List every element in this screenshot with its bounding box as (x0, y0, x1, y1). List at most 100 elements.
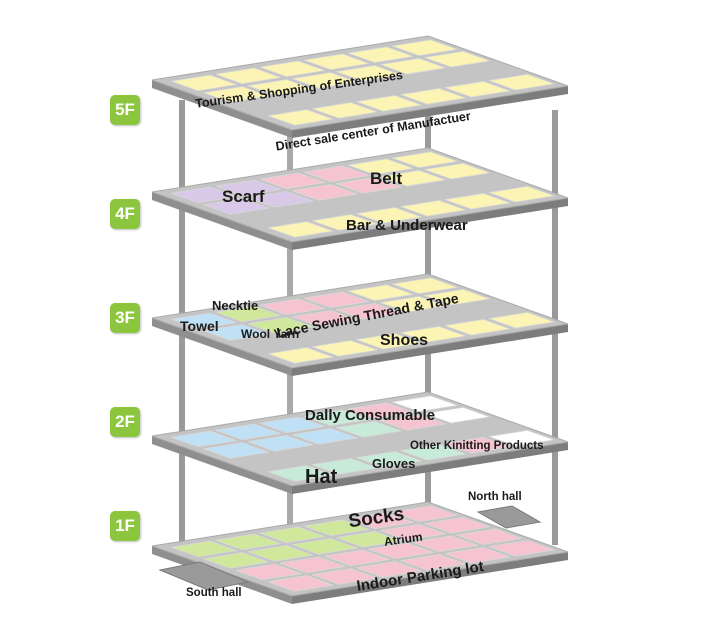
slab-edge-right (292, 552, 568, 604)
shop-cell (259, 416, 326, 434)
shop-cell (412, 535, 478, 552)
shop-cell (424, 162, 490, 180)
shop-cell (424, 50, 490, 68)
floor-3f: Necktie Lace Sewing Thread & Tape Towel … (151, 273, 569, 376)
shop-cell (279, 556, 346, 574)
shop-cell (247, 79, 314, 96)
shop-cell (259, 172, 326, 190)
floor-1f: South hall North hall Socks Atrium Indoo… (151, 491, 569, 604)
shop-cell (312, 458, 378, 475)
shop-cell (312, 102, 378, 119)
shop-cell (235, 563, 302, 581)
shop-cell (267, 221, 334, 238)
shop-cell (347, 512, 414, 529)
shop-cell (215, 423, 281, 441)
shop-cell (335, 177, 402, 194)
south-hall-ramp (158, 561, 250, 591)
shop-cell (303, 291, 370, 309)
shop-cell (259, 60, 326, 78)
shop-cell (215, 533, 281, 551)
shop-cell (324, 549, 390, 567)
shop-cell (380, 414, 446, 431)
slab-edge-right (292, 86, 568, 138)
shop-cell (356, 333, 422, 350)
shop-cell (368, 542, 434, 560)
floor-badge-4f[interactable]: 4F (110, 199, 140, 229)
shop-cell (171, 74, 237, 92)
north-hall-ramp (476, 505, 542, 529)
shop-cell (303, 165, 370, 183)
shop-cell (392, 277, 458, 294)
shop-cell (291, 72, 358, 89)
label-bar-underwear: Bar & Underwear (346, 217, 468, 234)
shop-cell (356, 207, 422, 224)
shop-cell (215, 67, 281, 85)
floor-2f: Dally Consumable Other Kinitting Product… (151, 391, 569, 494)
floor-badge-1f[interactable]: 1F (110, 511, 140, 541)
shop-cell (356, 95, 422, 112)
shop-cell (335, 65, 402, 82)
slab-edge-left (152, 436, 292, 494)
shop-cell (380, 58, 446, 75)
shop-cell (456, 528, 523, 545)
shop-cell (247, 545, 314, 562)
label-north-hall: North hall (468, 491, 522, 503)
label-atrium: Atrium (383, 530, 423, 549)
shop-cell (203, 442, 270, 459)
shop-cell (488, 311, 555, 329)
shop-cell (392, 151, 458, 168)
label-south-hall: South hall (186, 587, 242, 599)
shop-cell (291, 538, 358, 555)
shop-cell (347, 46, 414, 63)
shop-cell (488, 73, 555, 91)
shop-cell (400, 444, 466, 461)
floor-badge-5f[interactable]: 5F (110, 95, 140, 125)
shop-cell (267, 465, 334, 482)
label-wool-yarn: Wool Yarn (241, 327, 299, 341)
shop-cell (291, 428, 358, 445)
shop-cell (171, 186, 237, 204)
label-gloves: Gloves (372, 456, 415, 471)
shop-cell (380, 296, 446, 313)
shop-cell (203, 552, 270, 569)
shop-cell (400, 554, 466, 571)
shop-cell (335, 531, 402, 548)
shop-cell (267, 109, 334, 126)
shop-cell (424, 288, 490, 306)
floor-badge-3f[interactable]: 3F (110, 303, 140, 333)
shop-cell (488, 185, 555, 203)
shop-cell (392, 39, 458, 56)
shop-cell (444, 193, 511, 210)
shop-cell (303, 409, 370, 427)
shop-cell (392, 505, 458, 522)
shop-cell (444, 81, 511, 98)
shop-cell (312, 214, 378, 231)
floor-badge-2f[interactable]: 2F (110, 407, 140, 437)
shop-cell (203, 324, 270, 341)
shop-cell (335, 303, 402, 320)
floor-4f: Scarf Belt Bar & Underwear (151, 147, 569, 250)
shop-cell (291, 310, 358, 327)
floor-5f: Tourism & Shopping of Enterprises Direct… (151, 35, 569, 154)
shop-cell (347, 284, 414, 301)
slab-edge-left (152, 192, 292, 250)
label-belt: Belt (370, 169, 402, 188)
slab-edge-right (292, 442, 568, 494)
shop-cell (171, 430, 237, 448)
shop-cell (215, 305, 281, 323)
shop-cell (247, 191, 314, 208)
label-necktie: Necktie (212, 298, 258, 313)
slab-edge-left (152, 80, 292, 138)
shop-cell (356, 561, 422, 578)
label-other-knitting-products: Other Kinitting Products (410, 440, 544, 452)
shop-cell (392, 395, 458, 412)
shop-cell (203, 86, 270, 103)
shop-cell (312, 340, 378, 357)
shop-cell (424, 406, 490, 424)
shop-cell (267, 347, 334, 364)
shop-cell (312, 568, 378, 585)
shop-cell (291, 184, 358, 201)
shop-cell (356, 451, 422, 468)
